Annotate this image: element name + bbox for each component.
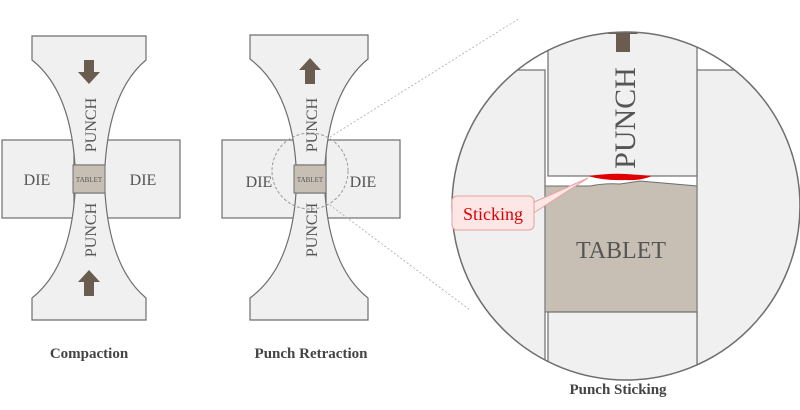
die-right	[696, 69, 800, 380]
sticking-callout-label: Sticking	[463, 204, 523, 224]
upper-punch	[547, 32, 698, 177]
die-right-label: DIE	[130, 172, 157, 189]
lower-punch	[547, 311, 698, 380]
upper-punch-label: PUNCH	[83, 97, 100, 152]
zoom-guide-line-top	[329, 17, 521, 138]
punch-label: PUNCH	[609, 67, 642, 169]
sticking-callout-box	[451, 195, 535, 231]
punch-sticking-caption: Punch Sticking	[569, 382, 667, 398]
die-right	[325, 139, 401, 219]
lower-punch-label: PUNCH	[83, 202, 100, 257]
compaction-panel: PUNCH PUNCH DIE DIE TABLET Compaction	[1, 35, 181, 362]
tablet	[293, 164, 327, 194]
zoom-guide-line-bottom	[329, 204, 471, 311]
lower-punch-label: PUNCH	[304, 202, 321, 257]
tablet-label: TABLET	[76, 176, 103, 184]
die-right	[103, 139, 181, 219]
punch-retraction-caption: Punch Retraction	[255, 346, 369, 362]
arrow-down-icon	[78, 60, 100, 84]
zoom-region-indicator	[271, 132, 349, 210]
lower-punch	[31, 192, 147, 321]
arrow-up-icon	[608, 32, 638, 52]
die-right-label: DIE	[350, 174, 377, 191]
tablet	[72, 164, 106, 194]
tablet-label: TABLET	[576, 238, 666, 264]
die-left	[221, 139, 297, 219]
arrow-up-icon	[299, 58, 321, 84]
sticking-residue	[588, 173, 652, 181]
punch-retraction-panel: PUNCH PUNCH DIE DIE TABLET Punch Retract…	[221, 34, 401, 362]
compaction-caption: Compaction	[50, 346, 129, 362]
die-left	[1, 139, 75, 219]
tablet-label: TABLET	[297, 176, 324, 184]
tablet	[544, 180, 698, 313]
die-left-label: DIE	[24, 172, 51, 189]
die-left-label: DIE	[246, 174, 273, 191]
arrow-up-icon	[78, 270, 100, 296]
upper-punch-label: PUNCH	[304, 97, 321, 152]
lower-punch	[249, 192, 369, 321]
punch-sticking-zoom: PUNCH TABLET Sticking Punch Sticking	[451, 31, 800, 398]
